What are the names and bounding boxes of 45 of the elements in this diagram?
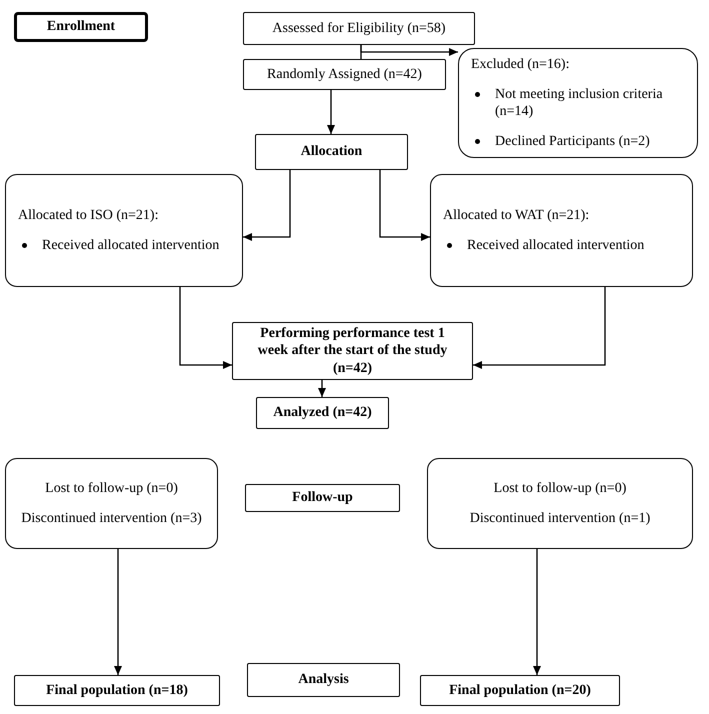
bullet-item: Not meeting inclusion criteria (n=14)	[471, 86, 685, 120]
box-text: Excluded (n=16):	[471, 56, 570, 74]
box-text: Allocated to ISO (n=21):	[18, 207, 158, 224]
group-box	[427, 458, 693, 549]
box-text: Enrollment	[46, 18, 116, 36]
process-box	[243, 12, 475, 45]
exclusion-box	[458, 48, 698, 158]
box-text: Performing performance test 1 week after the start of the study (n=42)	[256, 324, 448, 378]
process-box	[232, 322, 473, 380]
arrow	[243, 170, 291, 241]
bullet-item: Received allocated intervention	[443, 236, 644, 254]
box-text: Analyzed (n=42)	[273, 404, 372, 422]
box-text: Discontinued intervention (n=1)	[470, 510, 650, 527]
process-box	[243, 59, 446, 90]
bullet-item: Received allocated intervention	[18, 236, 220, 254]
box-text: Allocation	[300, 143, 362, 161]
box-text: Follow-up	[292, 489, 353, 507]
bullet-item: Declined Participants (n=2)	[471, 132, 650, 150]
box-text: Lost to follow-up (n=0)	[45, 480, 178, 498]
box-text: Assessed for Eligibility (n=58)	[272, 20, 446, 38]
box-text: Discontinued intervention (n=3)	[21, 510, 202, 527]
stage-box	[14, 12, 148, 42]
arrow	[473, 287, 606, 369]
arrow	[360, 45, 458, 56]
process-box	[256, 397, 389, 429]
arrow	[327, 90, 335, 134]
arrow	[114, 549, 122, 675]
stage-box	[255, 134, 408, 170]
group-box	[5, 458, 218, 549]
process-box	[420, 675, 620, 706]
box-text: Randomly Assigned (n=42)	[267, 66, 422, 84]
box-text: Final population (n=20)	[449, 682, 591, 700]
box-text: Analysis	[298, 671, 349, 689]
process-box	[14, 675, 220, 706]
stage-box	[245, 484, 400, 512]
arrow	[318, 380, 326, 397]
box-text: Allocated to WAT (n=21):	[443, 207, 590, 224]
box-text: Lost to follow-up (n=0)	[494, 480, 626, 498]
group-box	[5, 174, 243, 287]
box-text: Final population (n=18)	[46, 682, 188, 700]
stage-box	[247, 663, 400, 697]
arrow	[379, 170, 430, 241]
arrow	[179, 287, 232, 369]
arrow	[533, 549, 541, 675]
group-box	[430, 174, 693, 287]
